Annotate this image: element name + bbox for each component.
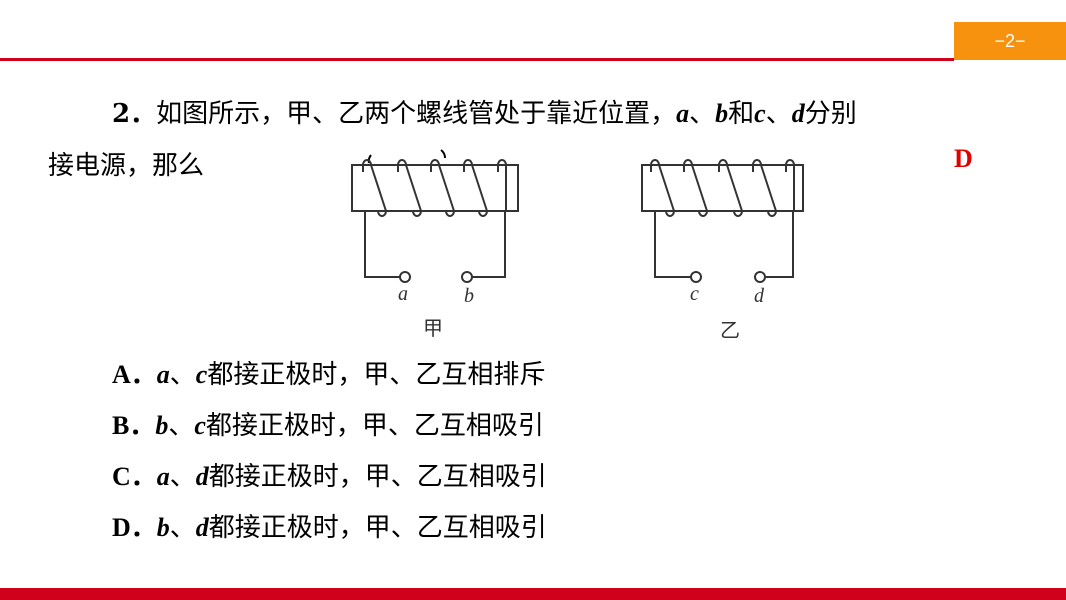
option-text: 都接正极时，甲、乙互相排斥 — [207, 360, 546, 390]
option-text: 都接正极时，甲、乙互相吸引 — [208, 513, 547, 543]
label-a: a — [398, 283, 408, 305]
option-d[interactable]: D．b、d都接正极时，甲、乙互相吸引 — [112, 507, 547, 544]
label-b: b — [464, 285, 474, 307]
var: b — [156, 513, 170, 542]
sep: 、 — [689, 99, 716, 129]
sep: 、 — [169, 513, 196, 543]
var-b: b — [715, 99, 729, 128]
option-c[interactable]: C．a、d都接正极时，甲、乙互相吸引 — [112, 456, 547, 493]
wire-jia — [364, 211, 506, 278]
question-text: 2．如图所示，甲、乙两个螺线管处于靠近位置，a、b和c、d分别 接电源，那么 — [48, 88, 1008, 192]
coil-yi — [650, 159, 777, 217]
var: c — [194, 411, 206, 440]
var: a — [156, 360, 170, 389]
footer-bar — [0, 588, 1066, 600]
wire-yi — [654, 211, 794, 278]
answer: D — [954, 144, 973, 173]
q-text: 接电源，那么 — [48, 151, 205, 181]
terminal-b — [461, 271, 473, 283]
label-c: c — [690, 283, 699, 305]
var: b — [155, 411, 169, 440]
var-a: a — [676, 99, 690, 128]
coil-end-jia — [497, 159, 507, 211]
mark-arcs — [367, 149, 446, 164]
option-letter: B． — [112, 411, 156, 440]
var-c: c — [754, 99, 766, 128]
question-number: 2． — [112, 99, 157, 129]
var: a — [156, 462, 170, 491]
option-letter: A． — [112, 360, 157, 389]
page-number: −2− — [954, 22, 1066, 60]
var: d — [195, 513, 209, 542]
caption-jia: 甲 — [423, 316, 443, 340]
q-text: 分别 — [804, 99, 857, 129]
var: d — [195, 462, 209, 491]
sep: 、 — [169, 462, 196, 492]
solenoid-core-yi — [641, 164, 804, 212]
option-a[interactable]: A．a、c都接正极时，甲、乙互相排斥 — [112, 354, 545, 391]
terminal-a — [399, 271, 411, 283]
solenoid-core-jia — [351, 164, 519, 212]
coil-jia — [362, 159, 488, 217]
header-rule — [0, 58, 954, 61]
sep: 、 — [169, 360, 196, 390]
option-text: 都接正极时，甲、乙互相吸引 — [205, 411, 544, 441]
caption-yi: 乙 — [720, 318, 740, 342]
sep: 、 — [168, 411, 195, 441]
option-letter: D． — [112, 513, 157, 542]
var-d: d — [791, 99, 805, 128]
coil-end-yi — [785, 159, 795, 211]
option-letter: C． — [112, 462, 157, 491]
sep: 、 — [765, 99, 792, 129]
q-text: 如图所示，甲、乙两个螺线管处于靠近位置， — [156, 99, 677, 129]
var: c — [195, 360, 208, 389]
q-text: 和 — [728, 99, 755, 129]
label-d: d — [754, 285, 765, 307]
terminal-d — [754, 271, 766, 283]
option-text: 都接正极时，甲、乙互相吸引 — [208, 462, 547, 492]
option-b[interactable]: B．b、c都接正极时，甲、乙互相吸引 — [112, 405, 544, 442]
terminal-c — [690, 271, 702, 283]
